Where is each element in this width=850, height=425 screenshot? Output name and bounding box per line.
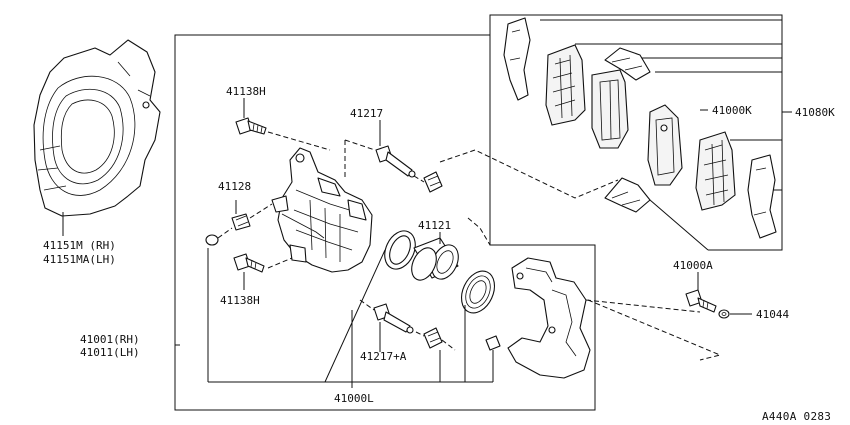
label-upper-guide-bolt: 41138H: [226, 85, 266, 98]
label-backing-plate-rh: 41151M (RH): [43, 239, 116, 252]
anti-rattle-clip-lower: [604, 177, 651, 213]
label-piston: 41121: [418, 219, 451, 232]
anti-rattle-clip-upper: [604, 47, 651, 81]
label-backing-plate-lh: 41151MA(LH): [43, 253, 116, 266]
pad-kit-box: [489, 14, 783, 251]
mounting-bolt: [685, 272, 717, 313]
pin-boot-lower: [415, 327, 456, 351]
dust-boot: [460, 270, 496, 314]
caliper-housing: [271, 147, 373, 273]
label-bleeder-screw: 41128: [218, 180, 251, 193]
caliper-bracket: [507, 257, 591, 379]
inner-pad-plate: [695, 131, 736, 211]
piston-seal: [384, 230, 416, 270]
caliper-piston: [411, 237, 459, 281]
lower-guide-pin: [359, 299, 414, 352]
brake-pad-outer: [591, 69, 629, 149]
caliper-kit-leader-lines: [175, 248, 494, 388]
outer-pad-plate: [545, 44, 586, 126]
pin-boot-upper: [413, 171, 443, 193]
backing-plate: [33, 39, 161, 236]
diagram-reference-code: A440A 0283: [762, 410, 831, 423]
pad-kit-leader-lines: [540, 19, 792, 251]
label-upper-guide-pin: 41217: [350, 107, 383, 120]
bleeder-cap: [485, 335, 501, 351]
upper-guide-bolt: [235, 98, 331, 151]
lower-guide-bolt: [233, 253, 293, 290]
label-mounting-bolt: 41000A: [673, 259, 713, 272]
label-pad-kit: 41000K: [712, 104, 752, 117]
bleeder-screw: [205, 200, 273, 246]
brake-pad-inner: [647, 104, 683, 186]
upper-guide-pin: [344, 120, 416, 180]
label-caliper-lh: 41011(LH): [80, 346, 140, 359]
label-caliper-rh: 41001(RH): [80, 333, 140, 346]
projection-dashed-lines: [439, 149, 722, 361]
washer: [718, 309, 752, 319]
label-washer: 41044: [756, 308, 789, 321]
label-lower-guide-pin: 41217+A: [360, 350, 407, 363]
label-seal-kit: 41000L: [334, 392, 374, 405]
label-lower-guide-bolt: 41138H: [220, 294, 260, 307]
outer-shim: [503, 17, 531, 101]
label-pad-set: 41080K: [795, 106, 835, 119]
inner-shim: [747, 154, 777, 239]
